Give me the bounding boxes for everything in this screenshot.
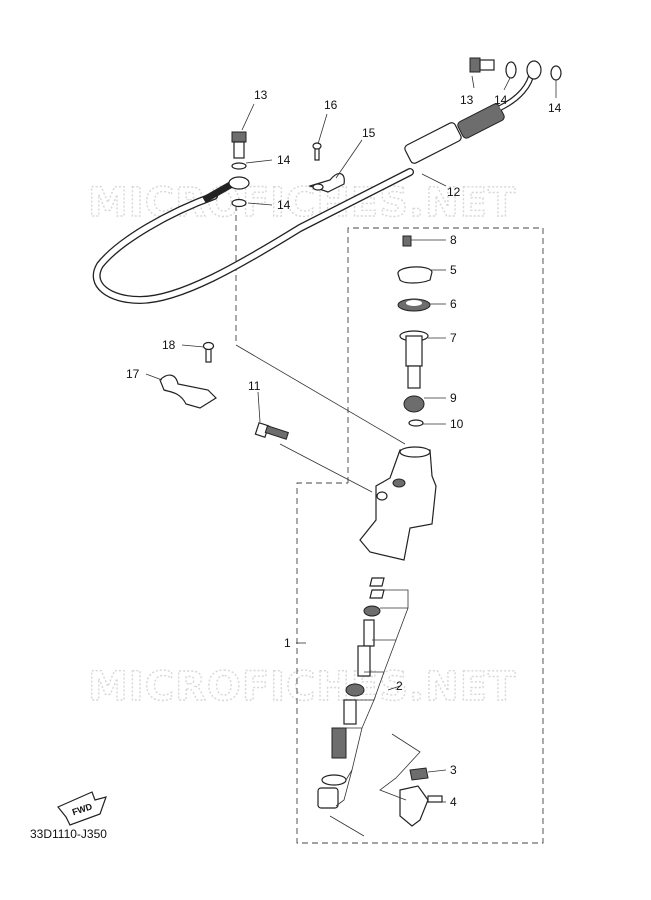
callout-10: 10	[450, 417, 464, 431]
forward-arrow-icon: FWD	[57, 791, 107, 826]
master-cylinder-bolt	[254, 421, 290, 440]
callout-15: 15	[362, 126, 376, 140]
leader-lines	[145, 75, 557, 837]
callout-14-lower: 14	[277, 198, 291, 212]
reservoir-parts	[397, 235, 433, 427]
callout-7: 7	[450, 331, 457, 345]
hose-clamp	[308, 142, 345, 193]
callout-14-upper: 14	[277, 153, 291, 167]
watermark-bottom: MICROFICHES.NET	[88, 664, 516, 710]
callout-9: 9	[450, 391, 457, 405]
callout-8: 8	[450, 233, 457, 247]
callout-1: 1	[284, 636, 291, 650]
master-cylinder-body	[359, 446, 437, 561]
callout-17: 17	[126, 367, 140, 381]
callout-5: 5	[450, 263, 457, 277]
callout-14-caliper-b: 14	[548, 101, 562, 115]
callout-4: 4	[450, 795, 457, 809]
callout-13-upper: 13	[254, 88, 268, 102]
callouts: 13 14 14 16 15 12 13 14 14 8 5 6 7 9 10 …	[126, 88, 562, 809]
callout-14-caliper-a: 14	[494, 93, 508, 107]
piston-kit	[317, 577, 385, 809]
callout-2: 2	[396, 679, 403, 693]
callout-13-caliper: 13	[460, 93, 474, 107]
banjo-bolt-upper	[228, 131, 250, 208]
callout-12: 12	[447, 185, 461, 199]
callout-11: 11	[248, 379, 261, 393]
hose-bracket	[159, 341, 217, 409]
banjo-bolt-caliper	[469, 57, 562, 81]
assembly-boundaries	[235, 205, 544, 844]
callout-3: 3	[450, 763, 457, 777]
brake-hose	[92, 71, 535, 305]
callout-18: 18	[162, 338, 176, 352]
callout-6: 6	[450, 297, 457, 311]
pushrod-clevis	[399, 767, 443, 827]
callout-16: 16	[324, 98, 338, 112]
diagram-code: 33D1110-J350	[30, 827, 107, 841]
